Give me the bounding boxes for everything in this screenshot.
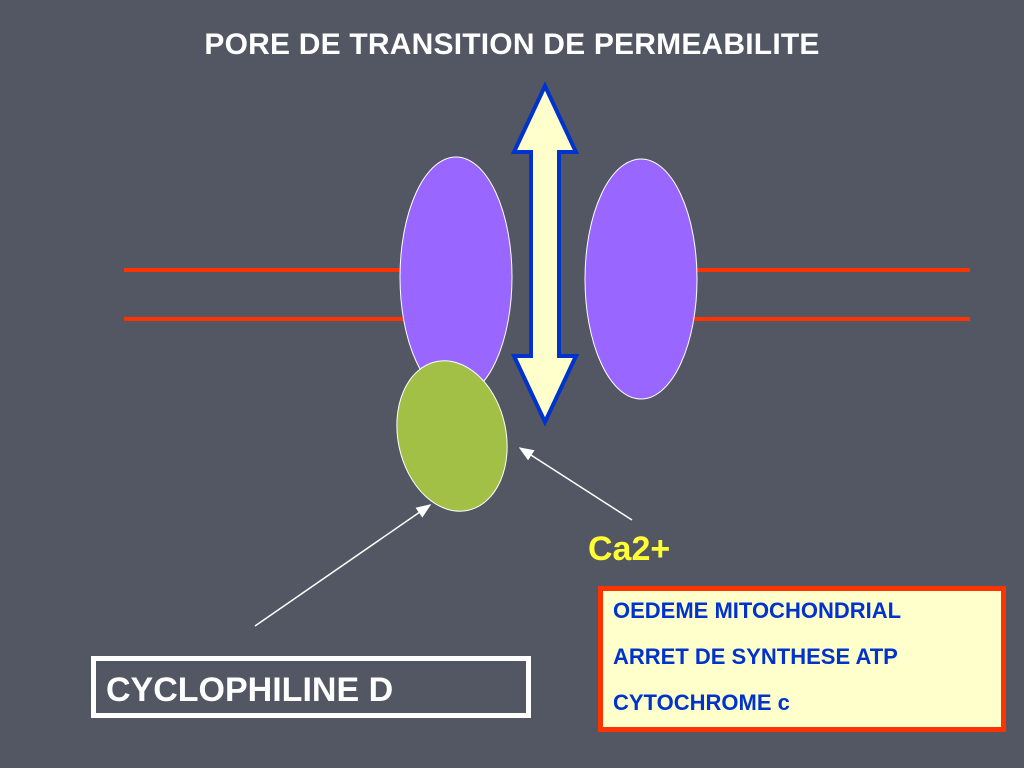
effects-box: OEDEME MITOCHONDRIAL ARRET DE SYNTHESE A… bbox=[598, 586, 1006, 732]
cyclophilin-d-label: CYCLOPHILINE D bbox=[106, 671, 394, 709]
slide-title: PORE DE TRANSITION DE PERMEABILITE bbox=[204, 28, 820, 61]
ca2-pointer-arrow bbox=[518, 447, 633, 521]
effect-cytochrome-c: CYTOCHROME c bbox=[613, 690, 790, 715]
ca2-label: Ca2+ bbox=[588, 530, 671, 568]
cyclophilin-pointer-arrow bbox=[254, 504, 432, 627]
pore-transit-double-arrow bbox=[510, 81, 580, 427]
pore-protein-left bbox=[399, 156, 513, 398]
effect-atp-synthesis-arrest: ARRET DE SYNTHESE ATP bbox=[613, 644, 898, 669]
effect-mitochondrial-edema: OEDEME MITOCHONDRIAL bbox=[613, 598, 902, 623]
cyclophilin-d-shape bbox=[396, 360, 508, 512]
pore-protein-right bbox=[584, 158, 698, 400]
cyclophilin-d-box: CYCLOPHILINE D bbox=[91, 656, 531, 718]
